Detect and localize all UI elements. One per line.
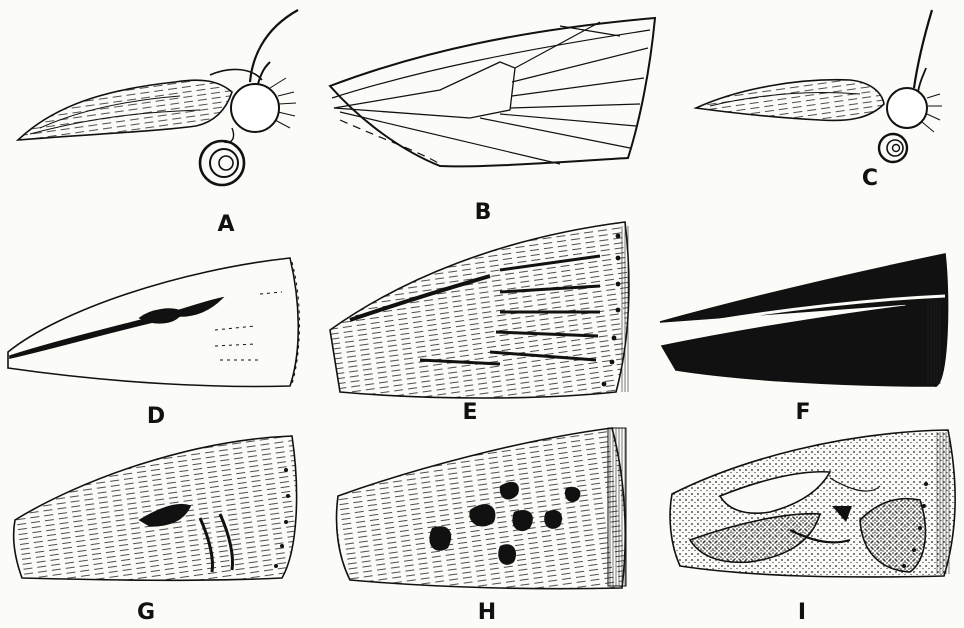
- panel-h-wing: [337, 428, 627, 589]
- panel-i-wing: [670, 430, 955, 577]
- panel-label-d: D: [147, 404, 165, 429]
- panel-label-c: C: [862, 166, 878, 191]
- panel-c-head-profile: [696, 10, 942, 162]
- panel-a-head-profile: [18, 10, 298, 185]
- panel-label-i: I: [798, 600, 806, 625]
- panel-b-wing-venation: [330, 18, 655, 166]
- panel-label-g: G: [137, 600, 155, 625]
- panel-d-wing: [8, 258, 300, 386]
- panel-label-f: F: [795, 400, 810, 425]
- panel-label-a: A: [217, 212, 234, 237]
- panel-e-wing: [330, 222, 630, 398]
- panel-label-b: B: [475, 200, 492, 225]
- panel-f-wing: [660, 254, 948, 386]
- panel-g-wing: [14, 436, 297, 580]
- panel-label-e: E: [462, 400, 477, 425]
- panel-label-h: H: [478, 600, 496, 625]
